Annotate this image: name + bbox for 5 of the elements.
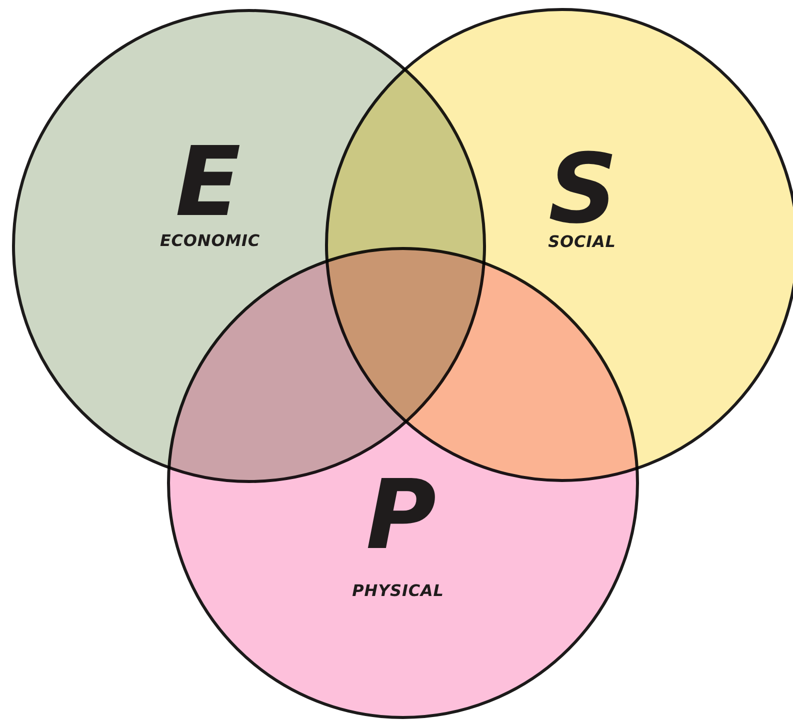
circle-letter: P [366,467,436,563]
circle-label: PHYSICAL [352,583,444,599]
circle-label: SOCIAL [548,234,616,250]
circle-label: ECONOMIC [160,233,260,249]
circle-letter: E [175,134,241,230]
